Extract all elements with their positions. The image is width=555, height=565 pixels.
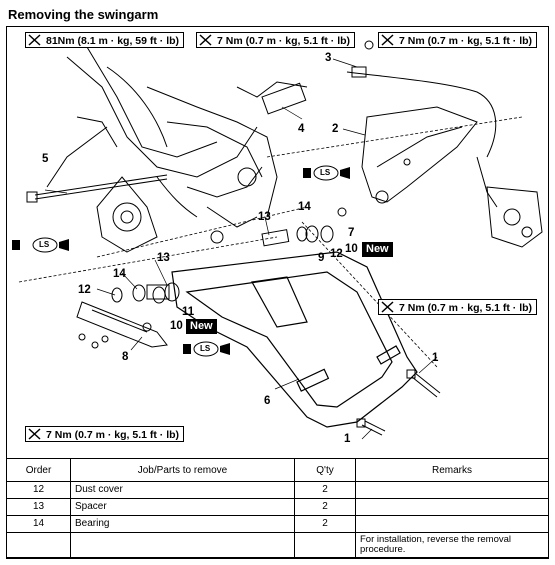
callout-14a: 14	[298, 201, 311, 213]
cell-order: 14	[6, 515, 71, 533]
callout-12a: 12	[78, 284, 91, 296]
cell-remarks: For installation, reverse the removal pr…	[355, 532, 549, 559]
cell-qty: 2	[294, 515, 356, 533]
lubricant-symbols	[12, 165, 350, 357]
header-order: Order	[6, 458, 71, 482]
torque-wrench-icon	[28, 428, 41, 440]
callout-9: 9	[318, 252, 325, 264]
torque-label-7nm-top-mid: 7 Nm (0.7 m · kg, 5.1 ft · lb)	[196, 32, 356, 48]
torque-label-81nm: 81Nm (8.1 m · kg, 59 ft · lb)	[25, 32, 185, 48]
torque-value: 7 Nm (0.7 m · kg, 5.1 ft · lb)	[46, 429, 180, 441]
cell-order	[6, 532, 71, 559]
frame-illustration	[46, 46, 308, 253]
new-badge: New	[362, 242, 393, 257]
callout-12b: 12	[330, 248, 343, 260]
cell-remarks	[355, 498, 549, 516]
pivot-bolt-5	[26, 174, 168, 203]
callout-10a: 10	[345, 243, 358, 255]
chain-slider-8	[76, 301, 168, 348]
table-row: 14 Bearing 2	[6, 515, 549, 533]
cell-remarks	[355, 515, 549, 533]
callout-4: 4	[298, 123, 305, 135]
pivot-bearings	[111, 225, 334, 304]
torque-label-7nm-mid-right: 7 Nm (0.7 m · kg, 5.1 ft · lb)	[378, 299, 538, 315]
page-title: Removing the swingarm	[8, 7, 159, 22]
cell-job: Spacer	[70, 498, 295, 516]
cell-order: 13	[6, 498, 71, 516]
torque-wrench-icon	[381, 301, 394, 313]
lube-ls-right: LS	[320, 168, 331, 177]
torque-value: 7 Nm (0.7 m · kg, 5.1 ft · lb)	[399, 35, 533, 47]
callout-8: 8	[122, 351, 129, 363]
cell-job: Dust cover	[70, 481, 295, 499]
callout-5: 5	[42, 153, 49, 165]
torque-wrench-icon	[381, 34, 394, 46]
torque-value: 81Nm (8.1 m · kg, 59 ft · lb)	[46, 35, 180, 47]
callout-6: 6	[264, 395, 271, 407]
callout-13b: 13	[157, 252, 170, 264]
torque-label-7nm-bottom-left: 7 Nm (0.7 m · kg, 5.1 ft · lb)	[25, 426, 185, 442]
cell-qty	[294, 532, 356, 559]
table-row: 12 Dust cover 2	[6, 481, 549, 499]
cell-job: Bearing	[70, 515, 295, 533]
callout-11: 11	[182, 306, 195, 318]
header-job: Job/Parts to remove	[70, 458, 295, 482]
lube-ls-bottom: LS	[200, 344, 211, 353]
cell-order: 12	[6, 481, 71, 499]
header-remarks: Remarks	[355, 458, 549, 482]
small-screws	[78, 40, 374, 349]
removal-job-table: Order Job/Parts to remove Q'ty Remarks 1…	[6, 458, 549, 559]
chain-guard-2	[361, 106, 478, 204]
cell-qty: 2	[294, 481, 356, 499]
callout-7: 7	[348, 227, 355, 239]
torque-wrench-icon	[199, 34, 212, 46]
brake-hose-3	[346, 66, 498, 208]
callout-13a: 13	[258, 211, 271, 223]
torque-value: 7 Nm (0.7 m · kg, 5.1 ft · lb)	[399, 302, 533, 314]
cell-remarks	[355, 481, 549, 499]
swingarm-exploded-diagram	[12, 40, 543, 440]
callout-3: 3	[325, 52, 332, 64]
callout-1a: 1	[432, 352, 439, 364]
swingarm-6	[171, 251, 418, 428]
table-row: 13 Spacer 2	[6, 498, 549, 516]
header-qty: Q'ty	[294, 458, 356, 482]
cell-qty: 2	[294, 498, 356, 516]
cell-job	[70, 532, 295, 559]
callout-2: 2	[332, 123, 339, 135]
assembly-reference-lines	[18, 116, 523, 368]
callout-10b: 10	[170, 320, 183, 332]
leader-lines	[44, 58, 438, 440]
callout-14b: 14	[113, 268, 126, 280]
torque-wrench-icon	[28, 34, 41, 46]
table-row: For installation, reverse the removal pr…	[6, 532, 549, 559]
lube-ls-left: LS	[39, 240, 50, 249]
torque-label-7nm-top-right: 7 Nm (0.7 m · kg, 5.1 ft · lb)	[378, 32, 538, 48]
table-header-row: Order Job/Parts to remove Q'ty Remarks	[6, 458, 549, 482]
torque-value: 7 Nm (0.7 m · kg, 5.1 ft · lb)	[217, 35, 351, 47]
brake-caliper	[486, 186, 543, 248]
callout-1b: 1	[344, 433, 351, 445]
bolts-1	[356, 369, 441, 436]
new-badge: New	[186, 319, 217, 334]
